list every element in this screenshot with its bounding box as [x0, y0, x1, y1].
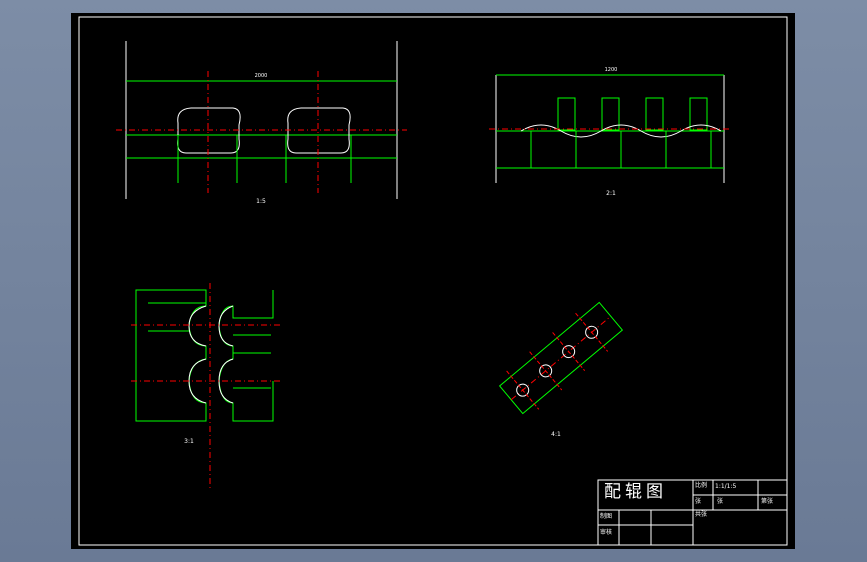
view1-label: 1:5	[256, 198, 266, 205]
title-block-title: 配辊图	[604, 482, 667, 502]
view2-roll-4	[689, 97, 708, 131]
view1-roll-left	[177, 107, 241, 154]
view-bottom-left	[131, 283, 281, 491]
scale-label: 比例	[695, 482, 708, 489]
view1-roll-right	[287, 107, 351, 154]
title-block	[597, 479, 788, 546]
view-top-right	[489, 74, 731, 183]
view2-label: 2:1	[606, 190, 616, 197]
view4-cl-1	[506, 370, 540, 410]
view4-cl-3	[552, 332, 586, 372]
view4-cl-4	[575, 312, 609, 352]
checked-label: 审核	[600, 529, 613, 536]
view1-dim-text: 2000	[255, 73, 268, 79]
view4-label: 4:1	[551, 431, 561, 438]
view3-groove-left-1	[188, 305, 207, 347]
view2-roll-2	[601, 97, 620, 131]
drawn-label: 制图	[600, 513, 613, 520]
view4-cl-2	[529, 351, 563, 391]
view2-roll-3	[645, 97, 664, 131]
view2-dim-text: 1200	[605, 67, 618, 73]
sheet-border	[78, 16, 788, 546]
view-top-left	[116, 41, 407, 199]
view3-label: 3:1	[184, 438, 194, 445]
qty-label: 共张	[695, 511, 708, 518]
view3-left-block	[135, 289, 207, 422]
sheet-label-1: 张	[695, 498, 702, 505]
view3-groove-right-1	[218, 305, 234, 347]
view4-centerline	[510, 315, 612, 401]
view-bottom-right	[498, 301, 624, 415]
drawing-sheet: 2000 1:5 1200 2:1	[71, 13, 795, 549]
drawing-canvas: 2000 1:5 1200 2:1	[78, 16, 788, 546]
sheet-count: 张	[717, 498, 724, 505]
view2-roll-1	[557, 97, 576, 131]
scale-value: 1:1/1:5	[715, 483, 737, 490]
view3-right-block	[218, 290, 274, 422]
sheet-total: 第张	[761, 498, 774, 505]
